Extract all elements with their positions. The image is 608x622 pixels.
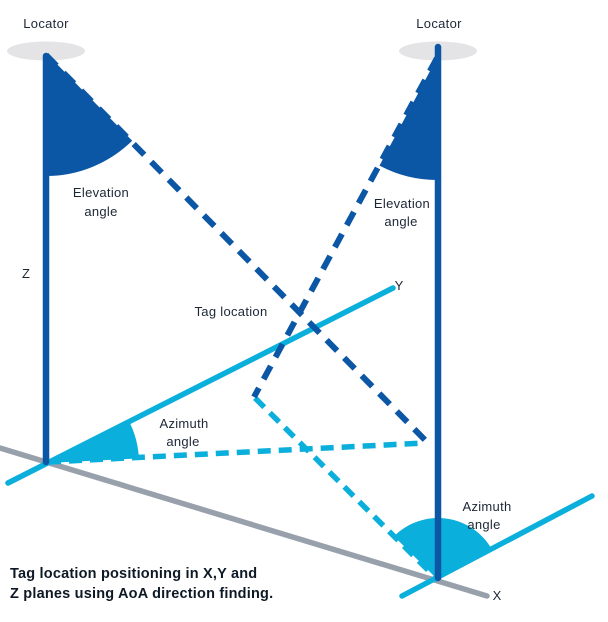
azimuth-angle-left-label-line2: angle: [166, 434, 199, 449]
tag-location-label: Tag location: [195, 304, 268, 319]
z-axis-label: Z: [22, 266, 30, 281]
elevation-angle-arc-right: [379, 58, 437, 180]
elevation-angle-right-label-line2: angle: [384, 214, 417, 229]
locator-left-label: Locator: [23, 16, 69, 31]
y-axis-label: Y: [395, 278, 404, 293]
locator-right-label: Locator: [416, 16, 462, 31]
elevation-angle-left-label-line2: angle: [84, 204, 117, 219]
azimuth-angle-arc-right: [394, 518, 493, 580]
caption-line1: Tag location positioning in X,Y and: [10, 566, 257, 582]
x-axis-line: [0, 445, 490, 599]
elevation-angle-arc-left: [46, 53, 133, 176]
aoa-ray-left: [43, 52, 430, 445]
locator-ellipse-left: [7, 41, 85, 61]
azimuth-angle-arc-left: [47, 421, 139, 463]
elevation-angle-right-label-line1: Elevation: [374, 196, 430, 211]
azimuth-angle-right-label-line2: angle: [467, 517, 500, 532]
aoa-ray-right: [251, 56, 440, 399]
x-axis-label: X: [493, 588, 502, 603]
elevation-angle-left-label-line1: Elevation: [73, 185, 129, 200]
azimuth-angle-right-label-line1: Azimuth: [462, 499, 511, 514]
azimuth-angle-left-label-line1: Azimuth: [159, 416, 208, 431]
caption-line2: Z planes using AoA direction finding.: [10, 586, 273, 602]
